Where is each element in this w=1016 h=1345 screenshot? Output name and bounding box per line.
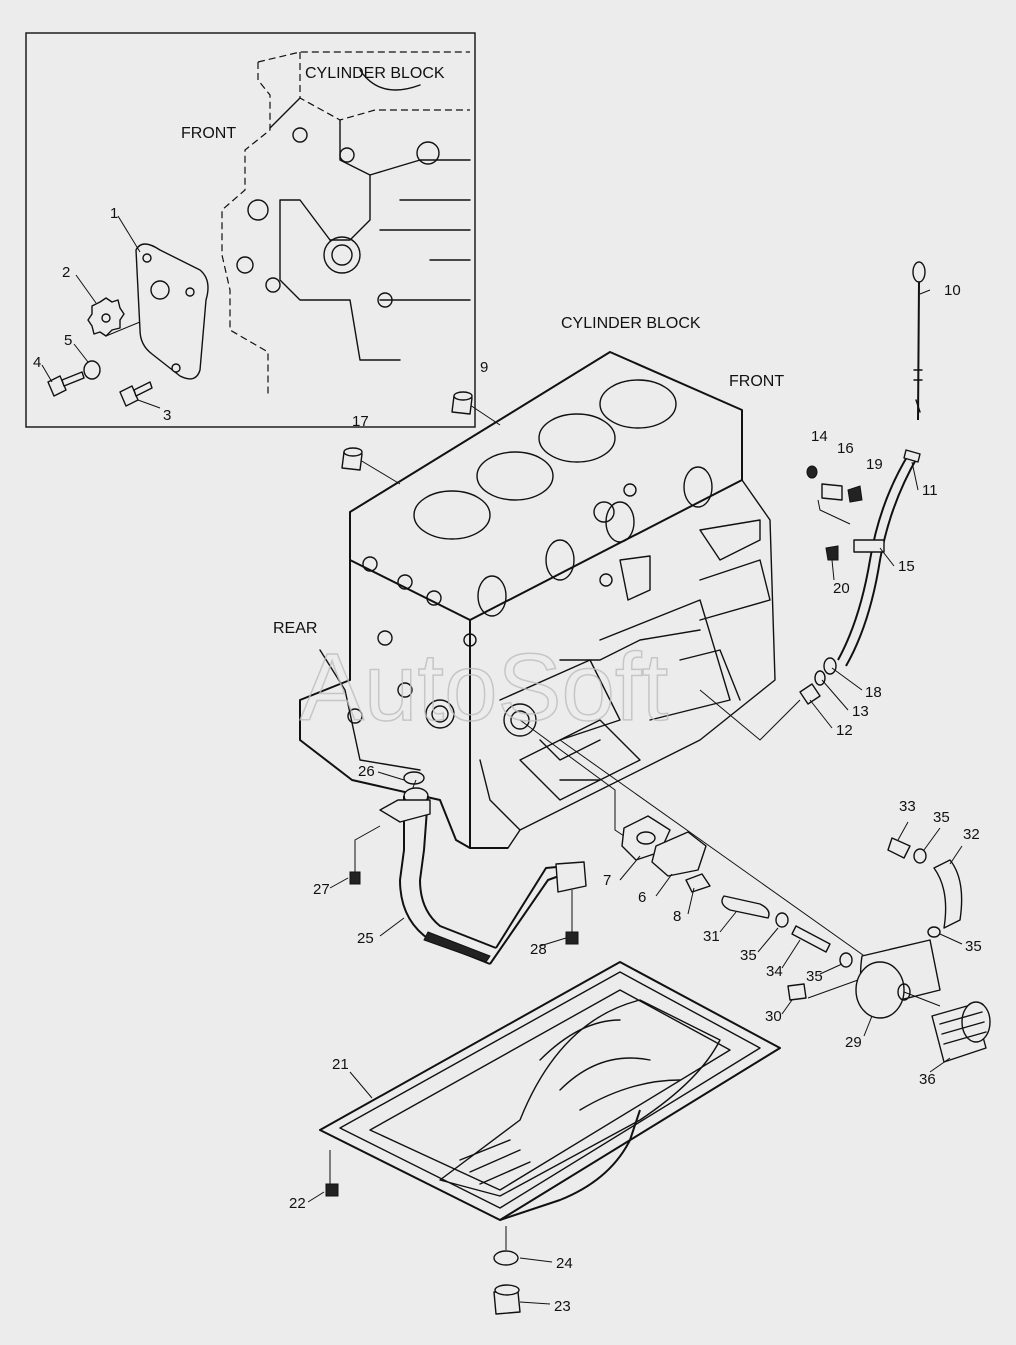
callout-19: 19 [866, 456, 883, 473]
dipstick-guide-tube-part-11 [837, 449, 921, 667]
callout-18: 18 [865, 684, 882, 701]
main-front-heading: FRONT [729, 373, 784, 390]
bushing-part [83, 360, 101, 380]
callout-labels: 1 2 5 4 3 9 17 10 14 16 19 11 15 20 18 1… [33, 205, 982, 1315]
oil-pan-part-21 [319, 961, 781, 1221]
callout-25: 25 [357, 930, 374, 947]
callout-6: 6 [638, 889, 646, 906]
oil-pump-gear-part [87, 297, 125, 337]
nut-part-14 [806, 465, 818, 479]
callout-28: 28 [530, 941, 547, 958]
clamp-part-35 [775, 912, 789, 928]
drain-plug-part-23 [493, 1284, 521, 1315]
callout-leaders [307, 289, 963, 1305]
bolt-part-8 [685, 873, 711, 893]
callout-13: 13 [852, 703, 869, 720]
oil-pump-cover-part [135, 243, 209, 380]
bracket-part-16 [821, 483, 843, 501]
bolt-part-27 [349, 871, 361, 885]
callout-4: 4 [33, 354, 41, 371]
callout-16: 16 [837, 440, 854, 457]
dipstick-part-10 [912, 261, 926, 421]
inset-detail-box [25, 32, 476, 428]
connector-part-12 [799, 683, 821, 705]
callout-32: 32 [963, 826, 980, 843]
bolt-part-3 [119, 381, 153, 407]
callout-34: 34 [766, 963, 783, 980]
callout-2: 2 [62, 264, 70, 281]
washer-part-18 [823, 657, 837, 675]
clamp-part-35-b [839, 952, 853, 968]
fitting-part-30 [787, 983, 807, 1001]
bolt-part-20 [825, 545, 839, 561]
rear-heading: REAR [273, 620, 317, 637]
plug-part-17 [341, 447, 363, 471]
callout-8: 8 [673, 908, 681, 925]
inset-front-heading: FRONT [181, 125, 236, 142]
callout-23: 23 [554, 1298, 571, 1315]
callout-22: 22 [289, 1195, 306, 1212]
bolt-part-28 [565, 931, 579, 945]
callout-24: 24 [556, 1255, 573, 1272]
callout-35-a: 35 [740, 947, 757, 964]
clamp-part-15 [853, 539, 885, 553]
washer-part-13 [814, 670, 826, 686]
pipe-part-34 [791, 925, 831, 953]
clamp-part-35-c [913, 848, 927, 864]
callout-35-b: 35 [806, 968, 823, 985]
fitting-part-33 [887, 837, 911, 859]
callout-15: 15 [898, 558, 915, 575]
plug-part-9 [451, 391, 473, 415]
inset-cylinder-block-heading: CYLINDER BLOCK [305, 65, 445, 82]
callout-7: 7 [603, 872, 611, 889]
o-ring-part-26 [403, 771, 425, 785]
callout-31: 31 [703, 928, 720, 945]
callout-26: 26 [358, 763, 375, 780]
callout-12: 12 [836, 722, 853, 739]
callout-1: 1 [110, 205, 118, 222]
hose-part-31 [721, 895, 770, 919]
callout-20: 20 [833, 580, 850, 597]
callout-30: 30 [765, 1008, 782, 1025]
main-cylinder-block-heading: CYLINDER BLOCK [561, 315, 701, 332]
callout-33: 33 [899, 798, 916, 815]
callout-35-d: 35 [965, 938, 982, 955]
washer-part-24 [493, 1250, 519, 1266]
callout-17: 17 [352, 413, 369, 430]
inset-cylinder-block-outline [221, 51, 471, 395]
callout-11: 11 [922, 482, 938, 499]
bolt-part-19 [847, 485, 863, 503]
oil-strainer-pipe-part-25 [379, 787, 587, 965]
main-cylinder-block [299, 351, 776, 849]
callout-10: 10 [944, 282, 961, 299]
plate-part-6 [651, 831, 707, 877]
hose-part-32 [933, 859, 963, 929]
callout-21: 21 [332, 1056, 349, 1073]
callout-14: 14 [811, 428, 828, 445]
callout-35-c: 35 [933, 809, 950, 826]
callout-36: 36 [919, 1071, 936, 1088]
callout-27: 27 [313, 881, 330, 898]
oil-filter-part-36 [931, 1001, 991, 1063]
bolt-part-22 [325, 1183, 339, 1197]
clamp-part-35-d [927, 926, 941, 938]
callout-3: 3 [163, 407, 171, 424]
callout-29: 29 [845, 1034, 862, 1051]
oil-cooler-part-29 [855, 939, 941, 1019]
watermark: AutoSoft [300, 634, 668, 741]
bolt-part-4 [47, 371, 85, 397]
callout-5: 5 [64, 332, 72, 349]
callout-9: 9 [480, 359, 488, 376]
